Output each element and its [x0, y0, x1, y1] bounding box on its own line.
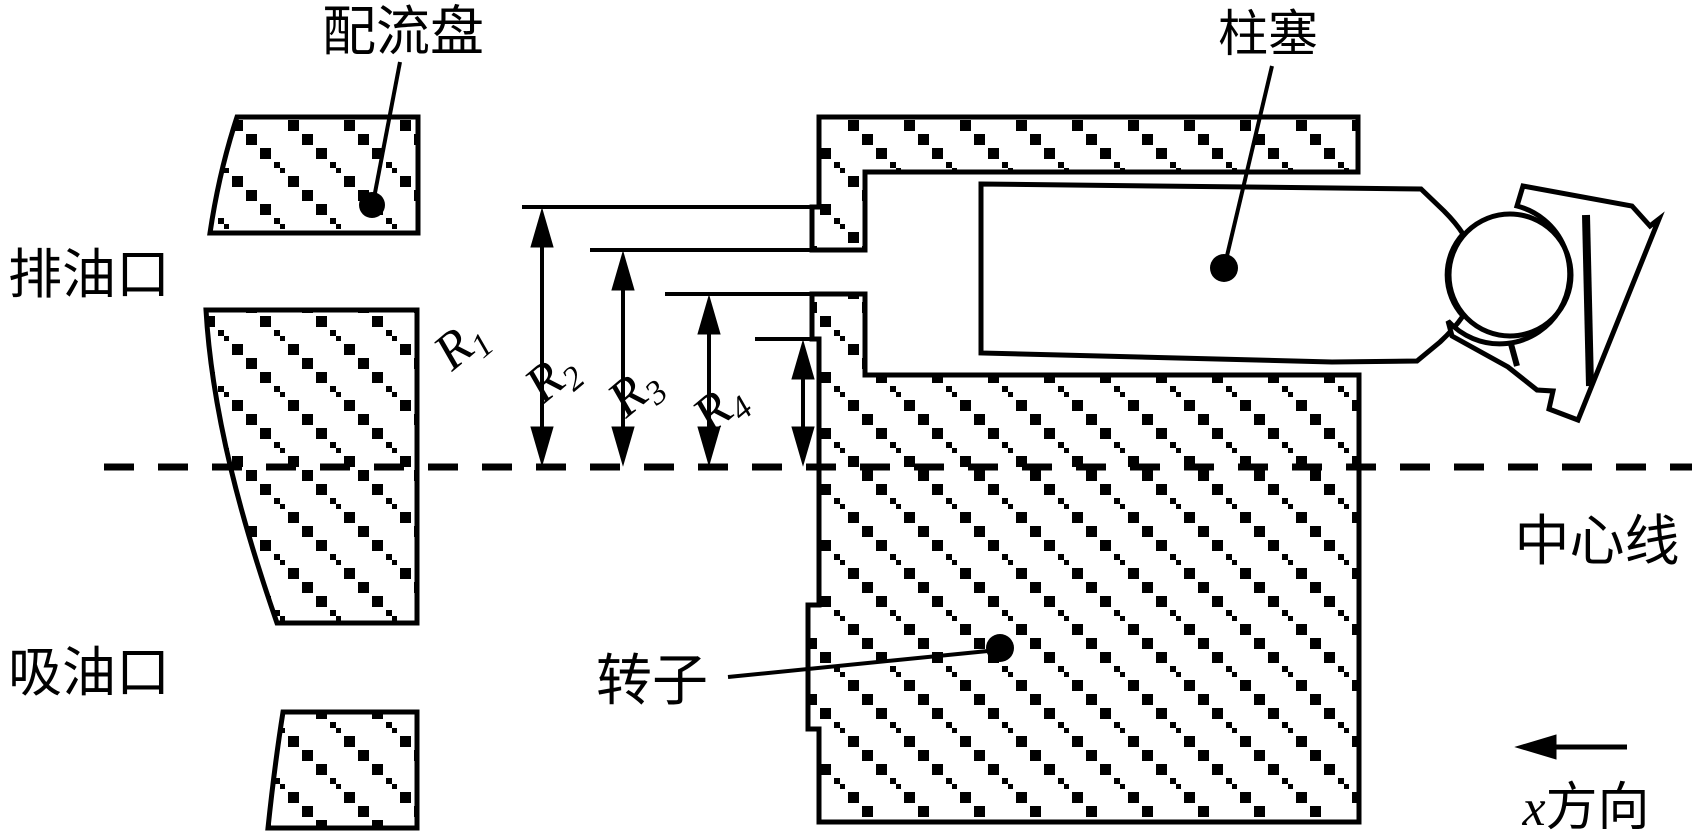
label-r3: R3 [596, 353, 675, 433]
x-direction-arrow [1514, 734, 1627, 760]
label-r4: R4 [681, 369, 760, 449]
label-piston: 柱塞 [1218, 6, 1318, 62]
label-r2: R2 [513, 339, 592, 419]
rotor-body [805, 291, 1362, 825]
label-x-direction: x方向 [1521, 780, 1649, 834]
valve-plate-lower-segment [265, 709, 420, 831]
label-r1: R1 [422, 306, 501, 386]
valve-plate-leader [359, 61, 402, 218]
label-center-line: 中心线 [1514, 511, 1679, 572]
rotor-upper-arm [809, 114, 1361, 253]
label-valve-plate: 配流盘 [322, 2, 484, 62]
slipper-face-line [1582, 214, 1594, 387]
rotor-leader [727, 634, 1014, 679]
dimension-arrow-r2 [611, 250, 635, 467]
label-discharge-port: 排油口 [8, 245, 170, 305]
piston-leader [1210, 65, 1274, 282]
dimension-arrow-r4 [791, 339, 815, 467]
label-suction-port: 吸油口 [8, 643, 170, 703]
slipper-retainer-line [1508, 343, 1520, 367]
dimension-arrow-r3 [697, 294, 721, 467]
dimension-extension-lines [522, 205, 818, 341]
label-x-direction-rest: 方向 [1546, 780, 1650, 834]
dimension-arrow-r1 [530, 207, 554, 467]
piston-ball-joint [1446, 211, 1574, 339]
label-rotor: 转子 [596, 651, 708, 713]
label-x-direction-x: x [1521, 780, 1545, 834]
valve-plate-middle-segment [203, 307, 420, 626]
